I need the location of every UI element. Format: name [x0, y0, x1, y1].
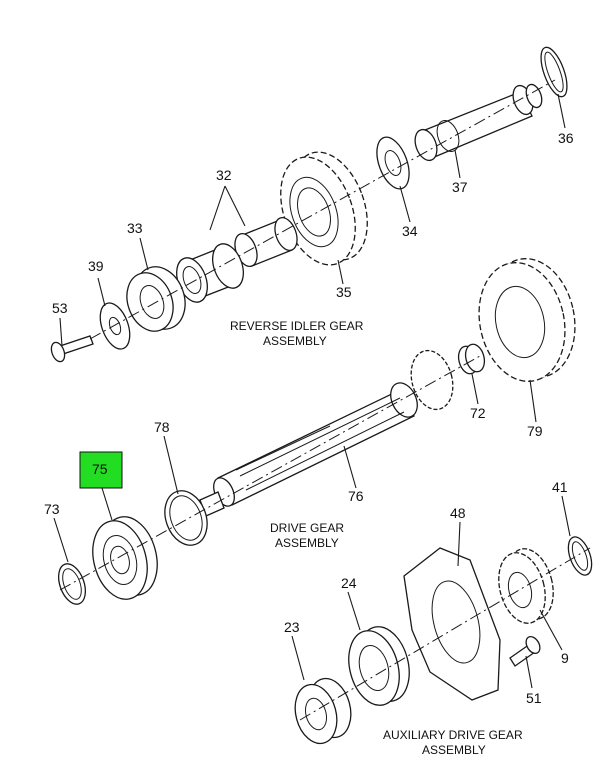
part-41-snap-ring[interactable] — [564, 534, 596, 578]
caption-drive-gear-2: ASSEMBLY — [275, 536, 339, 550]
part-73-snap-ring[interactable] — [54, 560, 91, 608]
callout-76[interactable]: 76 — [348, 488, 364, 504]
caption-drive-gear-1: DRIVE GEAR — [270, 521, 344, 535]
callout-23[interactable]: 23 — [284, 619, 300, 635]
callout-72[interactable]: 72 — [470, 405, 486, 421]
part-78-snap-ring[interactable] — [158, 485, 215, 551]
callout-79[interactable]: 79 — [527, 423, 543, 439]
callout-35[interactable]: 35 — [336, 284, 352, 300]
part-51-bolt[interactable] — [509, 634, 543, 667]
part-53-bolt[interactable] — [49, 335, 94, 363]
callout-9[interactable]: 9 — [561, 650, 569, 666]
callout-73[interactable]: 73 — [44, 501, 60, 517]
callout-51[interactable]: 51 — [526, 690, 542, 706]
callout-24[interactable]: 24 — [341, 575, 357, 591]
part-34-thrust-washer[interactable] — [371, 133, 416, 193]
callout-37[interactable]: 37 — [452, 179, 468, 195]
callout-53[interactable]: 53 — [52, 300, 68, 316]
callout-78[interactable]: 78 — [154, 419, 170, 435]
callout-36[interactable]: 36 — [558, 130, 574, 146]
callout-75[interactable]: 75 — [92, 461, 108, 477]
callout-41[interactable]: 41 — [552, 479, 568, 495]
part-24-bearing[interactable] — [341, 621, 417, 711]
caption-aux-drive-2: ASSEMBLY — [422, 743, 486, 757]
highlight-box-75[interactable] — [79, 451, 123, 489]
part-33-bearing-cover[interactable] — [119, 260, 193, 338]
part-9-auxiliary-gear[interactable] — [491, 544, 560, 629]
callout-39[interactable]: 39 — [88, 258, 104, 274]
callout-34[interactable]: 34 — [402, 223, 418, 239]
part-75-bearing[interactable] — [85, 511, 166, 606]
part-23-hub[interactable] — [289, 674, 357, 748]
part-72-bushing[interactable] — [456, 342, 488, 376]
part-36-snap-ring[interactable] — [536, 44, 573, 100]
caption-reverse-idler-1: REVERSE IDLER GEAR — [230, 319, 364, 333]
part-48-mounting-plate[interactable] — [403, 547, 501, 701]
callout-33[interactable]: 33 — [127, 220, 143, 236]
caption-reverse-idler-2: ASSEMBLY — [263, 334, 327, 348]
caption-aux-drive-1: AUXILIARY DRIVE GEAR — [383, 728, 523, 742]
part-32-bearing-and-spacer[interactable] — [171, 215, 301, 307]
callout-48[interactable]: 48 — [450, 505, 466, 521]
part-79-drive-gear[interactable] — [468, 251, 585, 390]
part-39-washer[interactable] — [95, 299, 136, 353]
leader-lines — [53, 93, 571, 689]
callout-32[interactable]: 32 — [216, 167, 232, 183]
part-35-reverse-idler-gear[interactable] — [267, 142, 381, 276]
